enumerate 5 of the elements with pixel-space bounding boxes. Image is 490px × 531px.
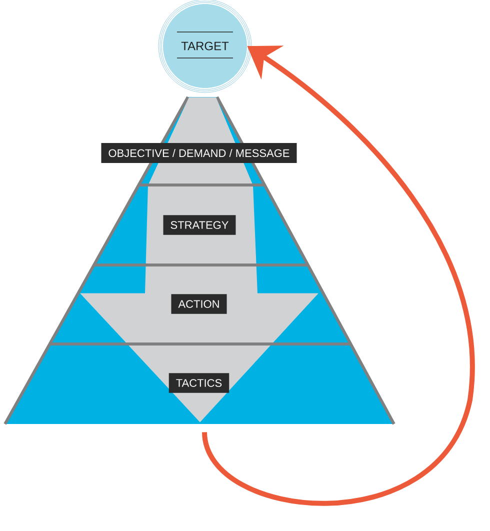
label-box: TACTICS (168, 373, 230, 393)
label-box: ACTION (171, 294, 227, 314)
curved-arrow (202, 46, 475, 506)
label-box: OBJECTIVE / DEMAND / MESSAGE (101, 142, 297, 164)
label-box: STRATEGY (163, 215, 236, 235)
